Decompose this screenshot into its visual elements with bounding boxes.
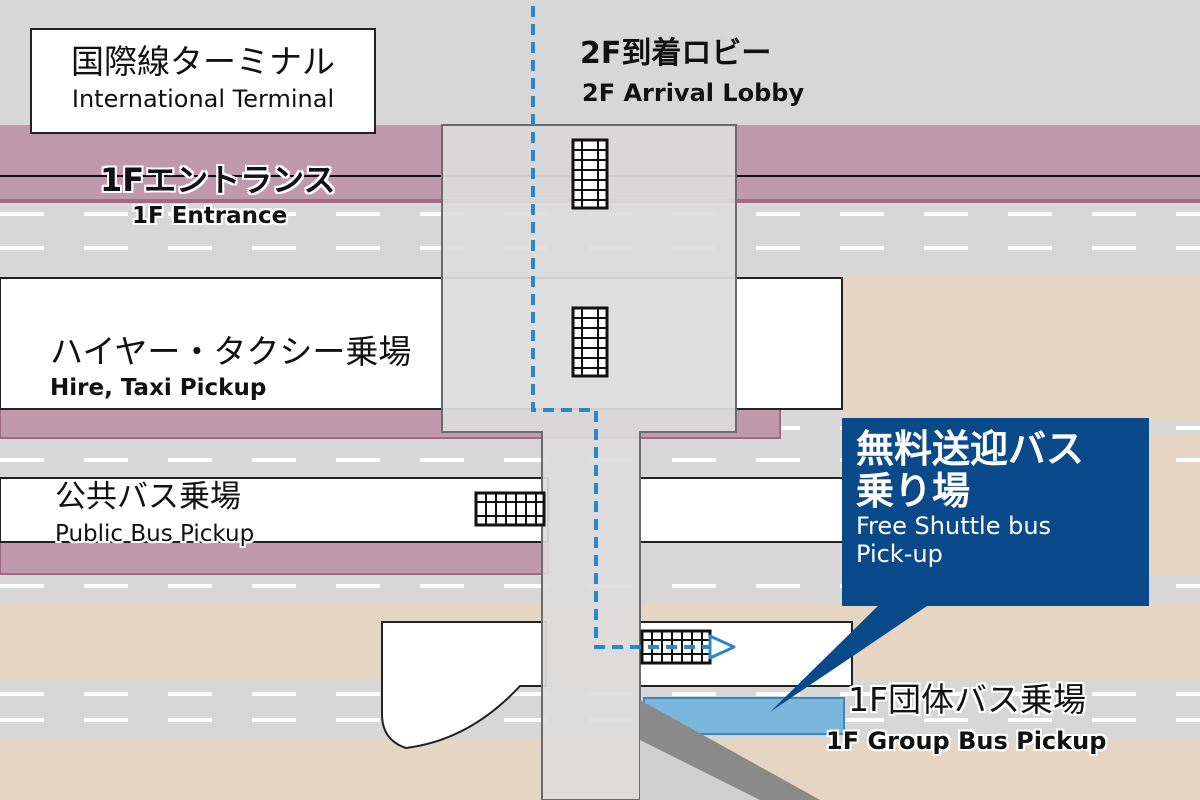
terminal-title-ja: 国際線ターミナル: [71, 42, 335, 81]
escalator-icon: [571, 138, 609, 210]
diagonal-road-inner: [640, 740, 760, 800]
callout-subtitle-line1: Free Shuttle bus: [856, 512, 1052, 540]
callout-title-line1: 無料送迎バス: [856, 427, 1085, 471]
escalator-icon: [571, 306, 609, 378]
callout-subtitle-line2: Pick-up: [856, 540, 943, 568]
terminal-label-box: 国際線ターミナル International Terminal: [30, 28, 376, 134]
pedestrian-walkway: [441, 124, 737, 800]
direction-arrow-icon: [708, 634, 736, 660]
free-shuttle-callout: 無料送迎バス 乗り場 Free Shuttle bus Pick-up: [842, 418, 1149, 606]
group-bus-label-ja: 1F団体バス乗場: [848, 680, 1086, 719]
entrance-label-ja: 1Fエントランス: [100, 161, 336, 199]
arrival-lobby-label-ja: 2F到着ロビー: [580, 36, 772, 71]
arrival-lobby-label-en: 2F Arrival Lobby: [582, 79, 805, 107]
callout-pointer: [770, 604, 930, 712]
public-bus-island-right: [639, 477, 853, 543]
public-bus-island: [0, 477, 549, 543]
escalator-icon: [474, 491, 546, 527]
terminal-title-en: International Terminal: [71, 85, 335, 113]
public-bus-label-ja: 公共バス乗場: [55, 479, 241, 515]
callout-title-line2: 乗り場: [856, 469, 971, 513]
public-bus-label-en: Public Bus Pickup: [55, 521, 255, 547]
lower-left-island: [381, 621, 547, 750]
entrance-label-en: 1F Entrance: [132, 203, 288, 229]
public-bus-island-curb: [0, 539, 549, 575]
sand-band-right-upper: [840, 276, 1200, 421]
taxi-pickup-label-en: Hire, Taxi Pickup: [50, 375, 267, 401]
walking-route-dashed-line: [531, 6, 712, 649]
taxi-pickup-label-ja: ハイヤー・タクシー乗場: [50, 332, 412, 371]
group-bus-label-en: 1F Group Bus Pickup: [826, 727, 1107, 755]
